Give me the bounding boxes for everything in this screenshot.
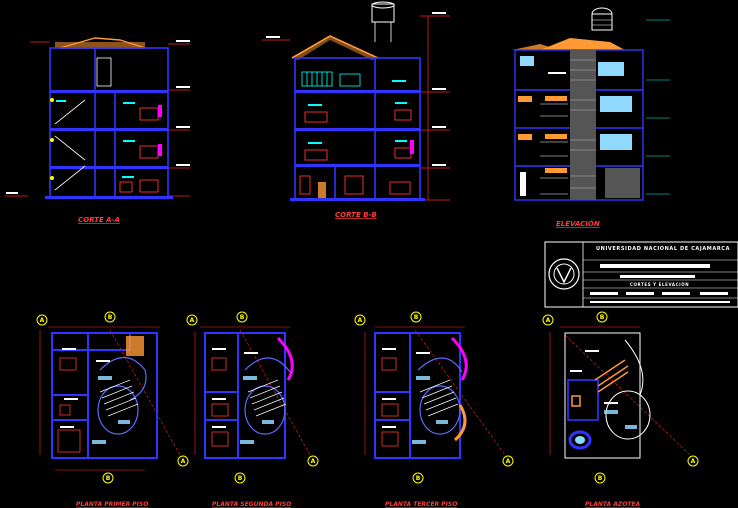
svg-text:B: B (238, 475, 243, 482)
svg-text:B: B (414, 314, 419, 321)
plan-1-grid-bubbles: B A B A (36, 311, 189, 484)
plan-2-grid-bubbles: B A B A (186, 311, 319, 484)
svg-text:B: B (416, 475, 421, 482)
plan-2-label: PLANTA SEGUNDA PISO (212, 501, 291, 508)
svg-text:B: B (600, 314, 605, 321)
section-a-label: CORTE A-A (78, 216, 120, 224)
water-tank-plan-icon (568, 430, 592, 450)
svg-text:A: A (546, 317, 551, 324)
svg-text:A: A (190, 317, 195, 324)
svg-text:A: A (311, 458, 316, 465)
svg-text:A: A (691, 458, 696, 465)
plan-3-grid-bubbles: B A B A (354, 311, 514, 484)
svg-text:A: A (181, 458, 186, 465)
university-seal-icon (548, 258, 580, 290)
svg-text:A: A (358, 317, 363, 324)
plan-3-label: PLANTA TERCER PISO (385, 501, 457, 508)
section-b-label: CORTE B-B (335, 211, 377, 219)
elevation-label: ELEVACIÓN (556, 219, 600, 228)
water-tank-icon (371, 1, 395, 42)
svg-text:A: A (506, 458, 511, 465)
elevation-view (512, 7, 670, 201)
section-a-view (5, 37, 190, 199)
plan-2-drawing (194, 326, 311, 459)
plan-4-label: PLANTA AZOTEA (585, 501, 641, 508)
section-b-view (262, 1, 450, 201)
svg-text:A: A (40, 317, 45, 324)
title-block-sheet-title: CORTES Y ELEVACIÓN (630, 282, 690, 287)
plan-1-drawing (39, 326, 181, 471)
plan-4-drawing (549, 326, 691, 459)
elevation-water-tank-icon (591, 7, 613, 31)
svg-text:B: B (106, 475, 111, 482)
svg-text:B: B (240, 314, 245, 321)
svg-text:B: B (108, 314, 113, 321)
svg-text:B: B (598, 475, 603, 482)
title-block-university: UNIVERSIDAD NACIONAL DE CAJAMARCA (596, 246, 731, 252)
plan-1-label: PLANTA PRIMER PISO (76, 501, 148, 508)
plan-4-grid-bubbles: B A B A (542, 311, 699, 484)
title-block (544, 241, 738, 308)
plan-3-drawing (364, 326, 506, 459)
